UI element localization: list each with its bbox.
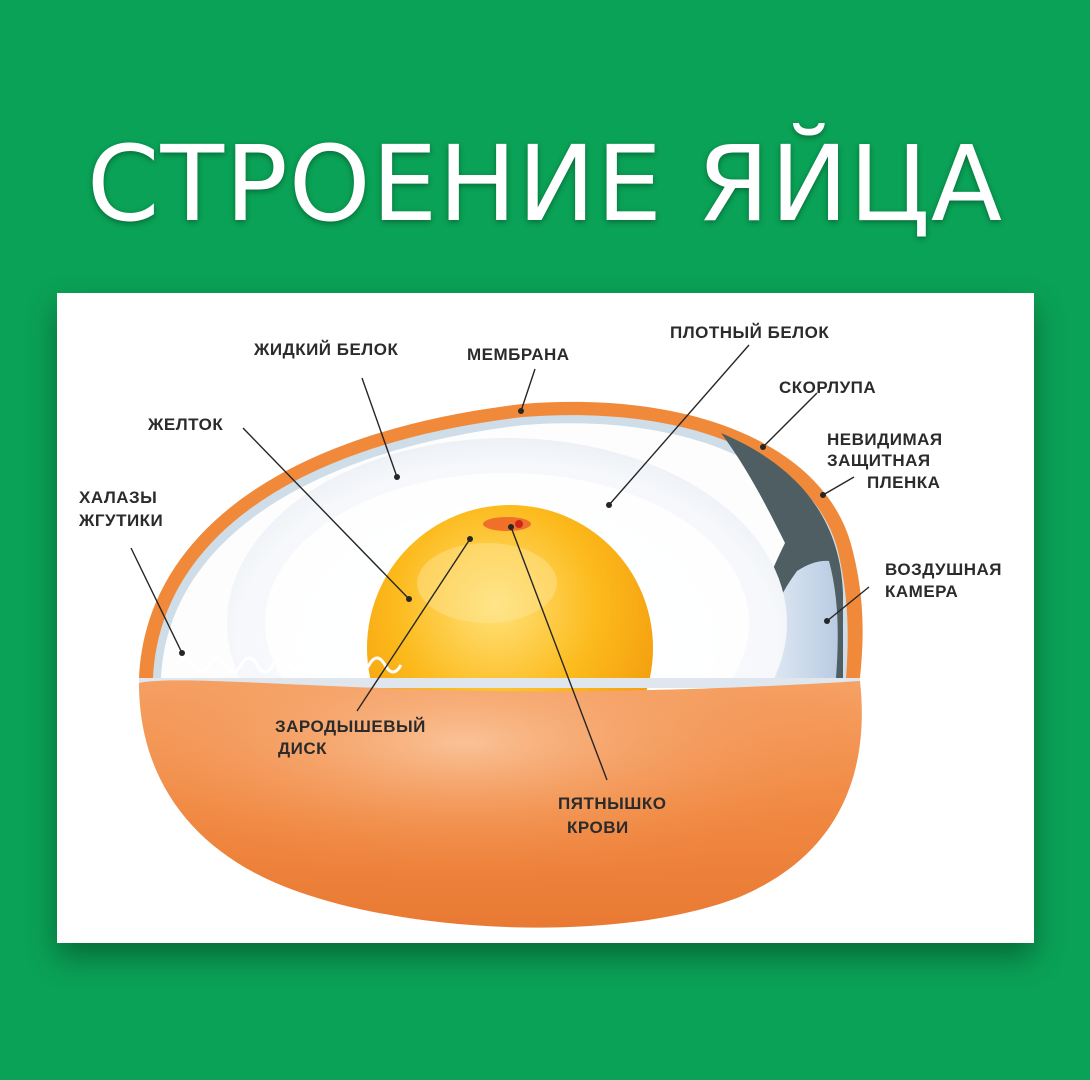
label-chalazae-1: ХАЛАЗЫ	[79, 488, 157, 507]
label-blood-spot-1: ПЯТНЫШКО	[558, 794, 666, 813]
label-germinal-disc-1: ЗАРОДЫШЕВЫЙ	[275, 717, 426, 736]
chalaza-right	[652, 653, 728, 669]
page-title: СТРОЕНИЕ ЯЙЦА	[86, 123, 1004, 245]
label-germinal-disc-2: ДИСК	[278, 739, 327, 758]
label-chalazae-2: ЖГУТИКИ	[78, 511, 163, 530]
label-thick-white: ПЛОТНЫЙ БЕЛОК	[670, 323, 829, 342]
label-membrane: МЕМБРАНА	[467, 345, 570, 364]
label-air-cell-2: КАМЕРА	[885, 582, 958, 601]
label-invisible-film-3: ПЛЕНКА	[867, 473, 940, 492]
chalaza-left	[175, 656, 403, 674]
blood-spot	[515, 520, 523, 528]
label-invisible-film-2: ЗАЩИТНАЯ	[827, 451, 931, 470]
diagram-panel: ЖИДКИЙ БЕЛОК МЕМБРАНА ПЛОТНЫЙ БЕЛОК СКОР…	[57, 293, 1034, 943]
label-blood-spot-2: КРОВИ	[567, 818, 629, 837]
label-liquid-white: ЖИДКИЙ БЕЛОК	[253, 340, 398, 359]
label-air-cell-1: ВОЗДУШНАЯ	[885, 560, 1002, 579]
germinal-disc	[483, 517, 531, 531]
label-yolk: ЖЕЛТОК	[147, 415, 223, 434]
label-invisible-film-1: НЕВИДИМАЯ	[827, 430, 943, 449]
egg-diagram: ЖИДКИЙ БЕЛОК МЕМБРАНА ПЛОТНЫЙ БЕЛОК СКОР…	[78, 323, 1002, 928]
label-shell: СКОРЛУПА	[779, 378, 876, 397]
